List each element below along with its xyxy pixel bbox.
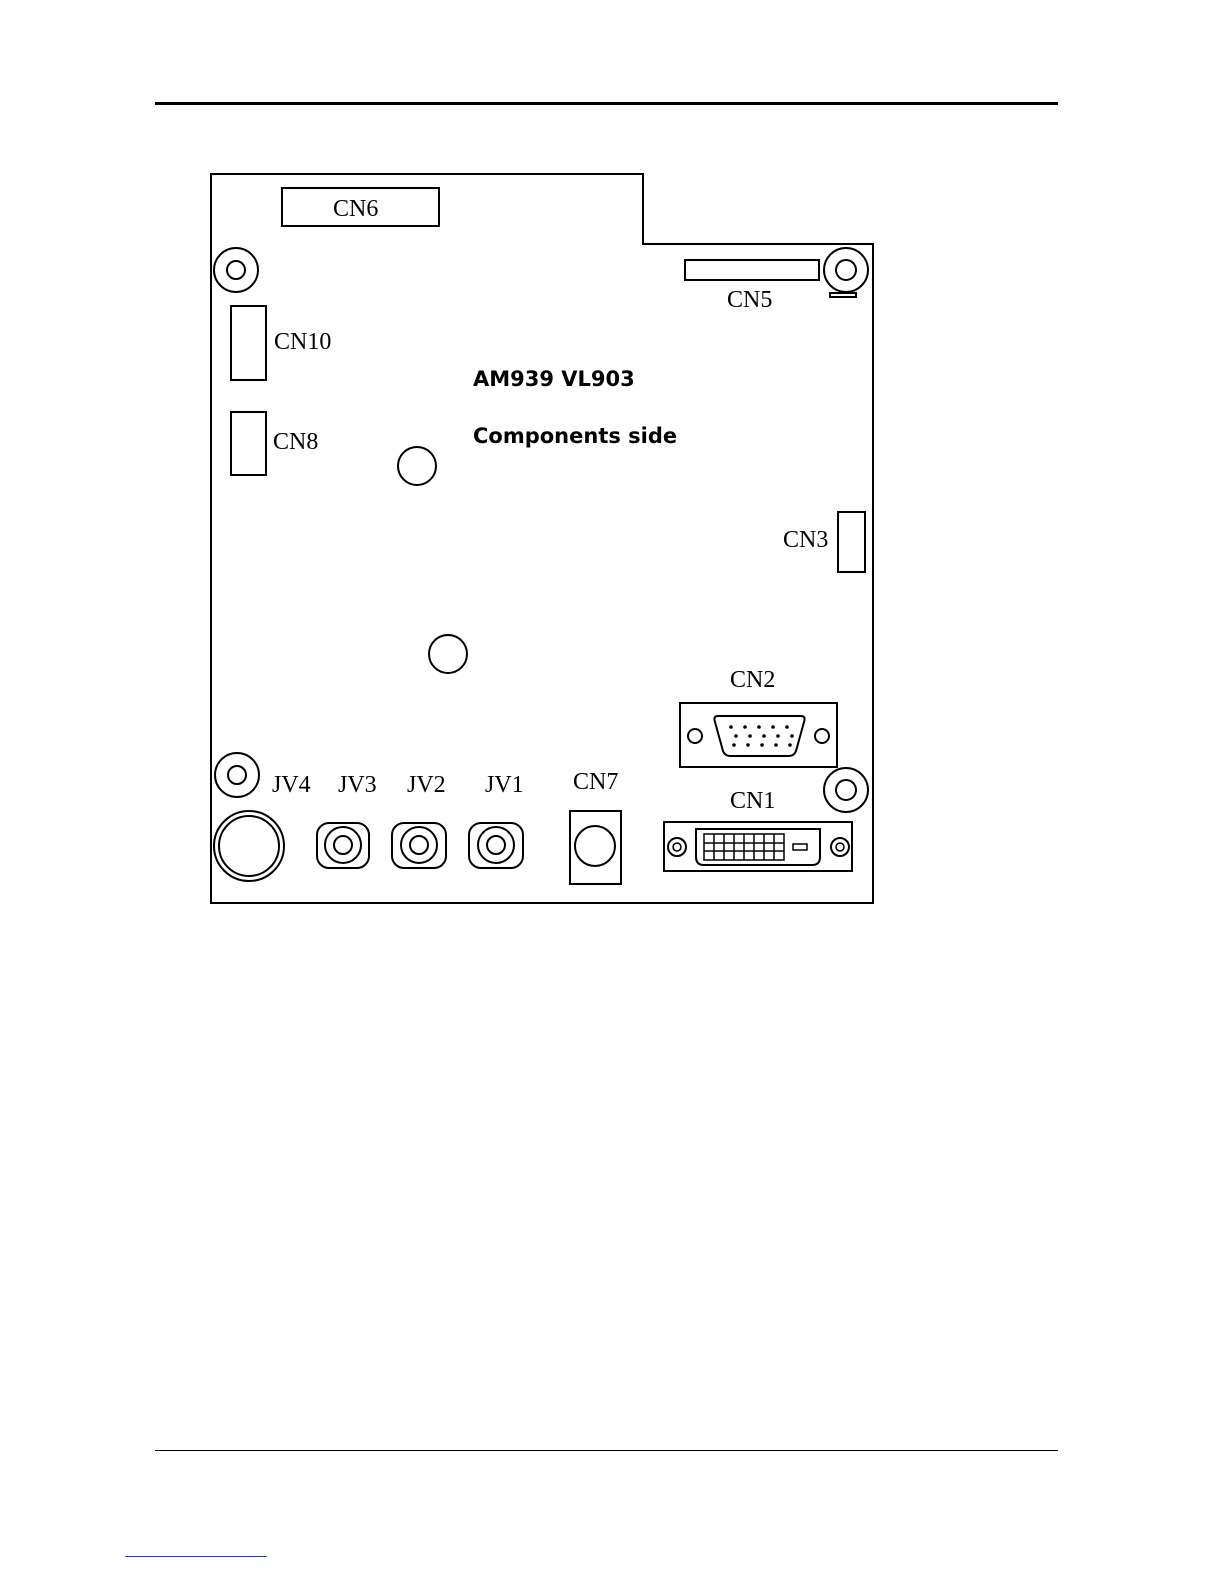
cn2-label: CN2 <box>730 667 775 693</box>
mounting-hole-top-left <box>214 248 258 292</box>
cn8-label: CN8 <box>273 429 318 455</box>
board-title: AM939 VL903 <box>473 367 635 391</box>
footer-rule <box>155 1450 1058 1451</box>
cn7-power-jack <box>570 811 621 884</box>
cn5-label: CN5 <box>727 287 772 313</box>
footer-link-underline <box>125 1556 267 1557</box>
cn10-connector <box>231 306 266 380</box>
cn3-label: CN3 <box>783 527 828 553</box>
round-component-upper <box>398 447 436 485</box>
jv4-jack <box>214 811 284 881</box>
mounting-hole-top-right <box>824 248 868 297</box>
cn10-label: CN10 <box>274 329 331 355</box>
cn7-label: CN7 <box>573 769 618 795</box>
board-subtitle: Components side <box>473 424 677 448</box>
jv2-label: JV2 <box>407 772 446 798</box>
cn8-connector <box>231 412 266 475</box>
jv1-label: JV1 <box>485 772 524 798</box>
mounting-hole-bottom-right <box>824 768 868 812</box>
cn1-label: CN1 <box>730 788 775 814</box>
jv3-bnc-jack <box>317 823 369 868</box>
cn6-label: CN6 <box>333 196 378 222</box>
jv3-label: JV3 <box>338 772 377 798</box>
cn3-connector <box>838 512 865 572</box>
jv2-bnc-jack <box>392 823 446 868</box>
jv1-bnc-jack <box>469 823 523 868</box>
mounting-hole-bottom-left <box>215 753 259 797</box>
cn2-vga-connector <box>680 703 837 767</box>
jv4-label: JV4 <box>272 772 311 798</box>
cn5-connector <box>685 260 819 280</box>
cn1-dvi-connector <box>664 822 852 871</box>
round-component-lower <box>429 635 467 673</box>
